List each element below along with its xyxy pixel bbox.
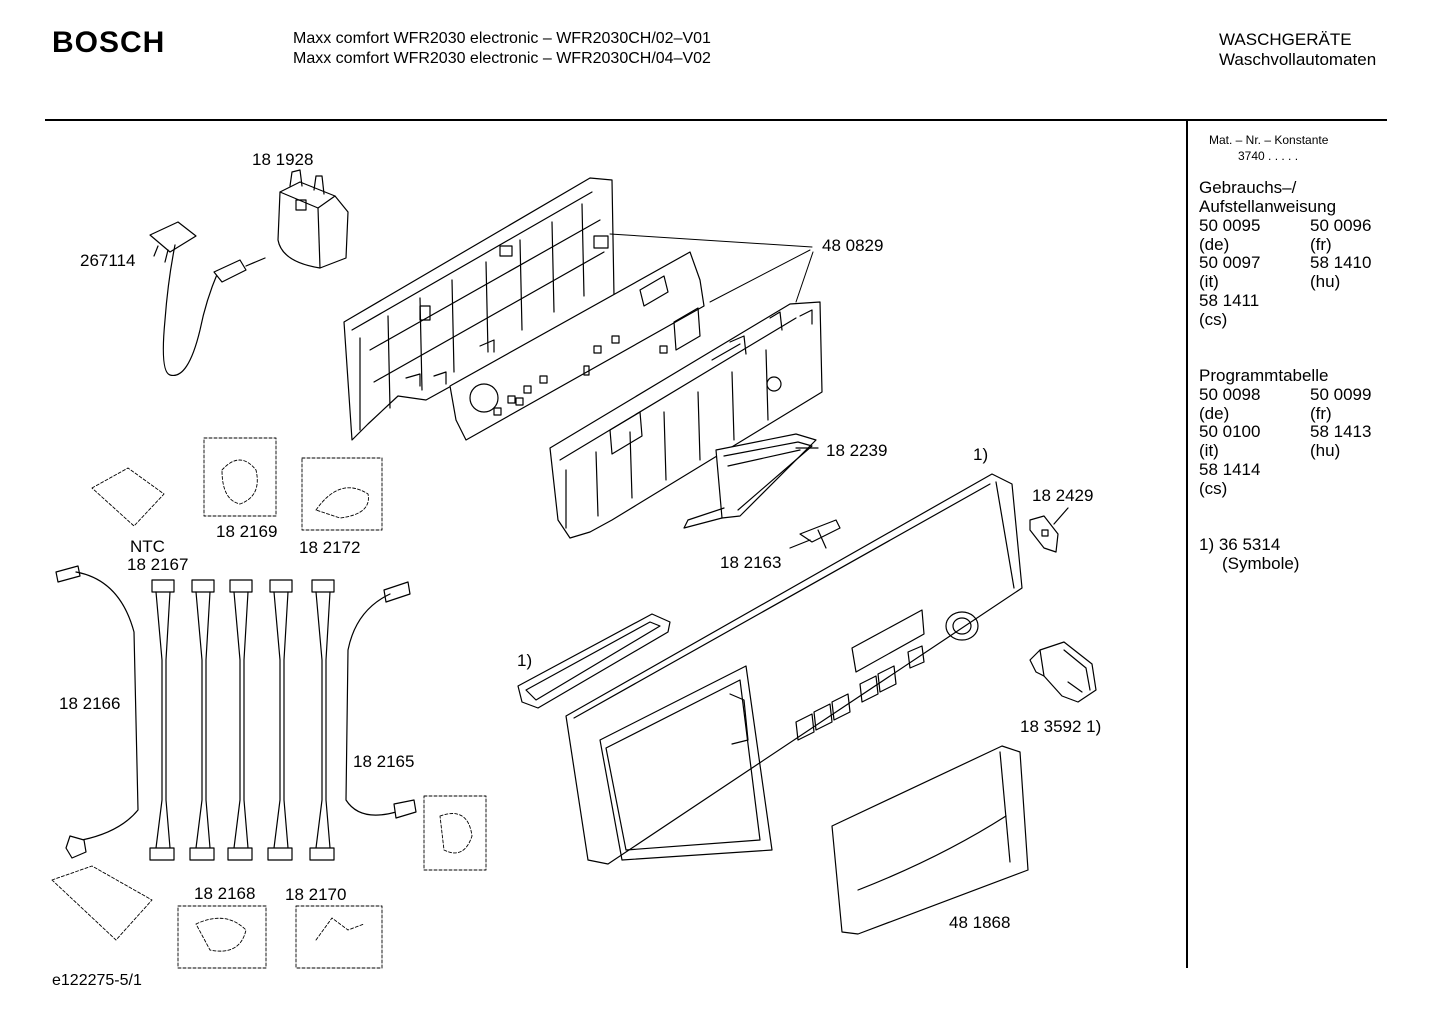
label-182429: 18 2429: [1032, 486, 1094, 505]
label-182239: 18 2239: [826, 441, 888, 460]
circuit-board: [449, 251, 705, 441]
program-cell: 50 0098: [1199, 385, 1261, 404]
program-cell: 50 0099: [1310, 385, 1372, 404]
leader-480829: [609, 233, 814, 303]
model-line-1: Maxx comfort WFR2030 electronic – WFR203…: [293, 30, 711, 47]
drawing-id: e122275-5/1: [52, 972, 142, 989]
suppressor-drawing: [277, 169, 349, 269]
control-housing-upper: [343, 177, 615, 441]
power-cord-drawing: [149, 221, 266, 377]
label-note-top: 1): [973, 445, 989, 464]
program-cell: 50 0100: [1199, 422, 1261, 442]
manual-cell: (de): [1199, 234, 1230, 254]
manual-cell: 58 1410: [1310, 253, 1372, 273]
label-480829: 48 0829: [822, 236, 884, 255]
sidebar-divider: [1186, 120, 1188, 968]
program-cell: 58 1413: [1310, 422, 1372, 442]
label-182168: 18 2168: [194, 884, 256, 903]
manual-title-1: Gebrauchs–/: [1199, 178, 1297, 197]
brand-logo: BOSCH: [52, 26, 166, 59]
category-line-1: WASCHGERÄTE: [1219, 30, 1352, 49]
program-cell: (fr): [1310, 403, 1332, 423]
manual-cell: 58 1411: [1199, 290, 1260, 310]
label-ntc: NTC: [130, 537, 165, 556]
label-note-left: 1): [517, 651, 533, 670]
program-cell: (it): [1199, 441, 1219, 461]
program-title: Programmtabelle: [1199, 366, 1329, 385]
label-182172: 18 2172: [299, 538, 361, 557]
model-line-2: Maxx comfort WFR2030 electronic – WFR203…: [293, 50, 711, 67]
manual-cell: 50 0097: [1199, 253, 1261, 273]
manual-cell: (hu): [1310, 272, 1341, 292]
category-line-2: Waschvollautomaten: [1219, 50, 1377, 69]
program-cell: (hu): [1310, 441, 1341, 461]
header-divider: [45, 119, 1387, 121]
control-housing-lower: [549, 301, 823, 539]
display-module: [683, 433, 819, 529]
label-181928: 18 1928: [252, 150, 314, 169]
front-panel: [565, 473, 1023, 865]
manual-cell: 50 0096: [1310, 216, 1372, 235]
selector-knob: [1029, 641, 1097, 703]
door-seal: [517, 613, 671, 709]
note-2: (Symbole): [1222, 554, 1300, 573]
detergent-cover: [831, 745, 1029, 935]
button-part: [789, 519, 841, 549]
mat-value: 3740 . . . . .: [1238, 149, 1299, 163]
label-182167: 18 2167: [127, 555, 189, 574]
manual-title-2: Aufstellanweisung: [1199, 197, 1337, 216]
label-182163: 18 2163: [720, 553, 782, 572]
label-267114: 267114: [80, 251, 136, 270]
wiring-harness-group: [55, 565, 417, 861]
label-182165: 18 2165: [353, 752, 415, 771]
note-1: 1) 36 5314: [1199, 535, 1281, 554]
program-cell: (de): [1199, 403, 1230, 423]
mat-label: Mat. – Nr. – Konstante: [1209, 133, 1329, 147]
label-182170: 18 2170: [285, 885, 347, 904]
label-183592: 18 3592 1): [1020, 717, 1102, 736]
manual-cell: 50 0095: [1199, 216, 1261, 235]
program-cell: (cs): [1199, 478, 1228, 498]
sensor-references: [51, 437, 487, 969]
label-182169: 18 2169: [216, 522, 278, 541]
label-182166: 18 2166: [59, 694, 121, 713]
bracket-part: [1029, 507, 1069, 553]
manual-cell: (it): [1199, 272, 1219, 292]
manual-cell: (cs): [1199, 309, 1228, 329]
label-481868: 48 1868: [949, 913, 1011, 932]
manual-cell: (fr): [1310, 234, 1332, 254]
program-cell: 58 1414: [1199, 459, 1261, 479]
exploded-diagram: [51, 169, 1097, 969]
